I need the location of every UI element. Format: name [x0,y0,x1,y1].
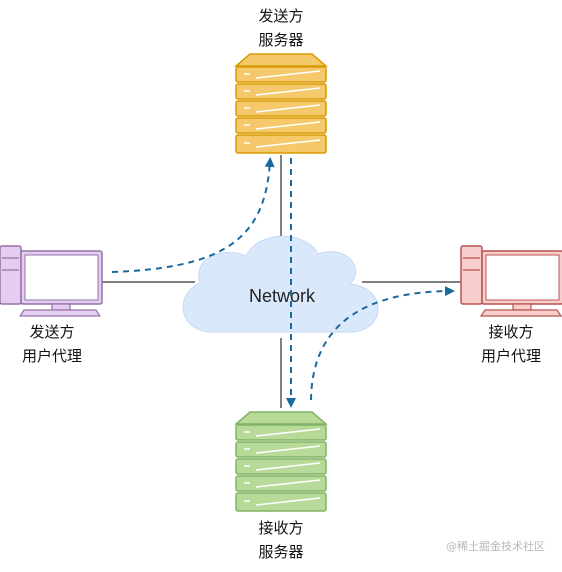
stand [512,303,532,311]
screen [24,254,99,301]
cloud-shape [182,235,379,333]
keyboard [479,309,562,317]
sender-server-label: 发送方 服务器 [231,4,331,52]
stand [51,303,71,311]
receiver-agent-label: 接收方 用户代理 [461,320,561,368]
flow-arrow-agent-to-sender-server [111,157,275,273]
tower [0,245,22,305]
label-line: 发送方 [258,7,304,25]
network-cloud: Network [182,235,379,333]
keyboard [18,309,102,317]
flow-arrow-receiver-server-to-agent [310,286,455,401]
label-line: 服务器 [258,31,304,49]
label-line: 服务器 [258,543,304,561]
receiver-agent-computer-icon [460,245,562,317]
receiver-server-icon [233,411,329,512]
server-top-cap [233,411,329,425]
label-line: 用户代理 [21,347,82,365]
sender-agent-computer-icon [0,245,103,317]
sender-agent-label: 发送方 用户代理 [2,320,102,368]
server-top-cap [233,53,329,67]
watermark: @稀土掘金技术社区 [446,540,545,553]
label-line: 接收方 [258,519,304,537]
label-line: 用户代理 [480,347,541,365]
tower [460,245,483,305]
screen [485,254,560,301]
label-line: 接收方 [488,323,534,341]
receiver-server-label: 接收方 服务器 [231,516,331,564]
network-label: Network [249,286,316,306]
message-flow-arrows [111,157,455,408]
sender-server-icon [233,53,329,154]
label-line: 发送方 [29,323,75,341]
